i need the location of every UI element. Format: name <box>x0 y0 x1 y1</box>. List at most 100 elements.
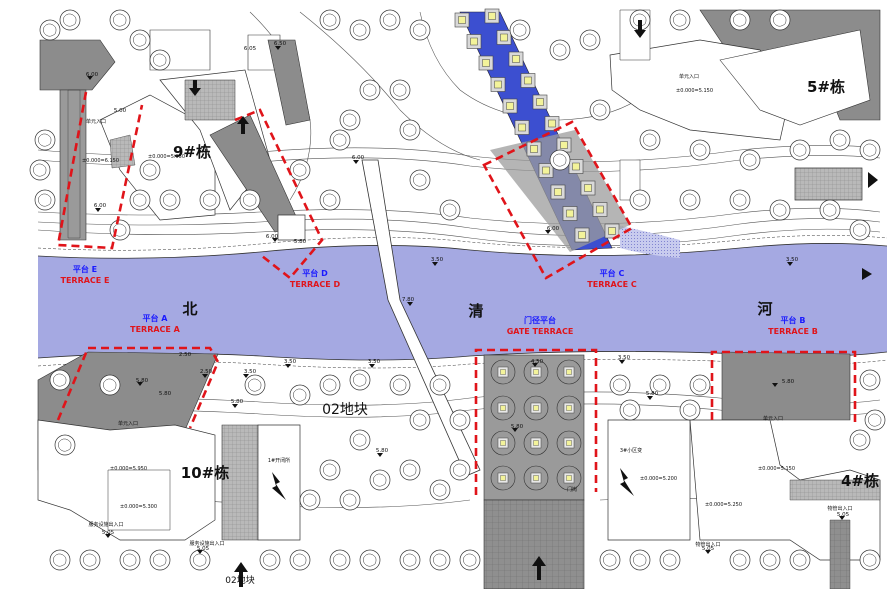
tree <box>49 369 71 391</box>
outline-terrace-d <box>234 108 324 280</box>
level-label: 6.00 <box>547 226 560 232</box>
tree <box>449 459 471 481</box>
tree <box>389 79 411 101</box>
tree <box>329 549 351 571</box>
tree <box>679 189 701 211</box>
tree <box>769 199 791 221</box>
terrace-b-en: TERRACE B <box>768 327 818 336</box>
tree <box>29 159 51 181</box>
building-4-label: 4#栋 <box>841 472 879 490</box>
indoor-level: ±0.000=5.200 <box>640 476 677 482</box>
tree <box>609 374 631 396</box>
tree <box>819 199 841 221</box>
tree <box>54 434 76 456</box>
planter <box>532 94 548 110</box>
gate-label: 门岗 <box>567 486 577 493</box>
river-char-north: 北 <box>182 300 197 318</box>
tree <box>49 549 71 571</box>
tree <box>549 39 571 61</box>
level-label: 5.80 <box>782 379 795 385</box>
tree <box>289 384 311 406</box>
tree <box>299 489 321 511</box>
tree <box>689 139 711 161</box>
planter <box>538 163 554 178</box>
indoor-level: ±0.000=5.250 <box>705 502 742 508</box>
tree <box>629 549 651 571</box>
unit-entrance-label: 单元入口 <box>763 415 783 422</box>
tree <box>429 549 451 571</box>
lightning-icon <box>272 468 634 500</box>
tree <box>244 374 266 396</box>
tree <box>689 374 711 396</box>
tree <box>759 549 781 571</box>
gate-terrace-cn: 门径平台 <box>524 315 556 325</box>
outline-terrace-b <box>710 350 857 425</box>
tree <box>729 9 751 31</box>
building-10-label: 10#栋 <box>181 464 229 482</box>
level-label: 5.80 <box>294 239 307 245</box>
terrace-c-cn: 平台 C <box>600 268 625 278</box>
tree <box>399 459 421 481</box>
tree <box>549 149 571 171</box>
level-label: 3.50 <box>786 257 799 263</box>
tree <box>429 374 451 396</box>
tree <box>829 129 851 151</box>
level-label: 5.80 <box>376 448 389 454</box>
tree <box>199 189 221 211</box>
footbridge <box>361 159 481 477</box>
tree <box>409 409 431 431</box>
terrace-a-en: TERRACE A <box>130 325 181 334</box>
tree <box>849 219 871 241</box>
planter <box>592 202 608 217</box>
tree <box>409 169 431 191</box>
level-label: 5.05 <box>837 512 850 518</box>
tree <box>669 9 691 31</box>
level-label: 2.50 <box>179 352 192 358</box>
tree <box>409 19 431 41</box>
tree <box>59 9 81 31</box>
tree <box>739 149 761 171</box>
tree <box>864 409 886 431</box>
indoor-level: ±0.000=5.300 <box>120 504 157 510</box>
indoor-level: ±0.000=6.150 <box>82 158 119 164</box>
tree <box>389 374 411 396</box>
level-label: 5.05 <box>102 530 115 536</box>
outline-terrace-a <box>56 346 220 429</box>
planter <box>550 184 566 200</box>
unit-entrance-label: 单元入口 <box>679 73 699 80</box>
terrace-c-en: TERRACE C <box>587 280 637 289</box>
tree <box>729 189 751 211</box>
tree <box>289 159 311 181</box>
level-label: 6.00 <box>86 72 99 78</box>
level-label: 5.00 <box>114 108 127 114</box>
arrow-up-icon <box>237 116 249 134</box>
building-9-label: 9#栋 <box>173 143 211 161</box>
planter <box>520 73 536 88</box>
terrace-d-en: TERRACE D <box>290 280 341 289</box>
planter <box>526 141 542 157</box>
entrance-arrows <box>189 20 646 587</box>
level-label: 6.00 <box>266 234 279 240</box>
level-label: 2.50 <box>200 369 213 375</box>
arrow-up-icon <box>234 562 248 587</box>
tree <box>129 29 151 51</box>
switch-room-label: 1#开闭所 <box>268 457 290 464</box>
gate-terrace <box>483 354 585 589</box>
tree <box>849 429 871 451</box>
north-marker-icon <box>862 268 872 280</box>
tree <box>34 189 56 211</box>
tree <box>349 429 371 451</box>
tree <box>139 159 161 181</box>
outline-terrace-c <box>482 120 634 280</box>
tree <box>359 79 381 101</box>
tree <box>599 549 621 571</box>
level-label: 3.50 <box>618 355 631 361</box>
tree <box>239 189 261 211</box>
tree <box>79 549 101 571</box>
tree <box>619 399 641 421</box>
level-label: 6.00 <box>94 203 107 209</box>
tree <box>369 469 391 491</box>
tree <box>149 49 171 71</box>
planter <box>484 8 500 24</box>
site-entrance-label: 02地块 <box>225 574 254 586</box>
